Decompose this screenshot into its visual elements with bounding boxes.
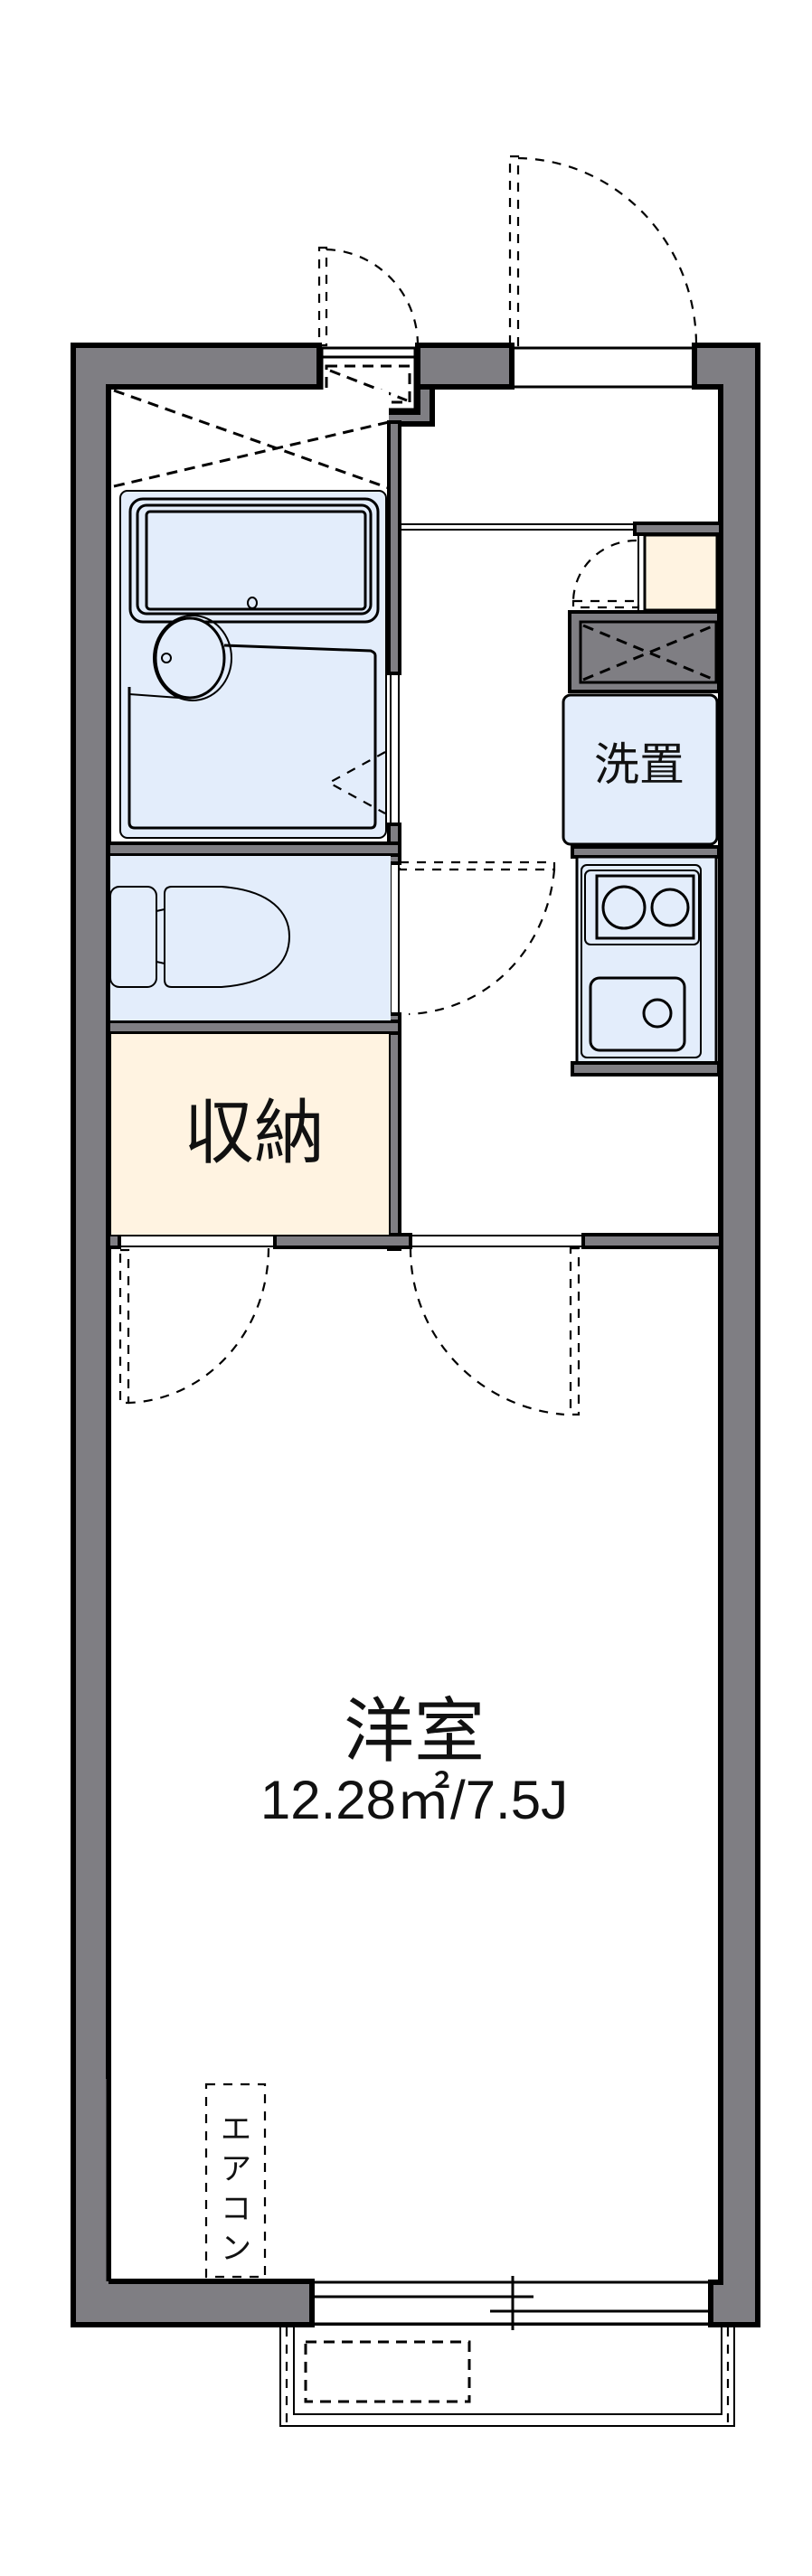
bathroom — [111, 389, 390, 843]
outdoor-unit — [304, 2340, 471, 2403]
entrance-opening — [510, 346, 696, 389]
storage-closet: 収納 — [111, 1034, 389, 1235]
storage-door — [118, 1247, 270, 1405]
shoe-cabinet — [571, 533, 719, 612]
entrance-door — [508, 155, 698, 347]
ac-char: エ — [221, 2111, 251, 2148]
sliding-window — [310, 2276, 713, 2330]
toilet-room — [109, 856, 391, 1020]
balcony — [279, 2324, 735, 2427]
western-room: 洋室 12.28㎡/7.5J — [260, 1691, 568, 1830]
exterior-walls — [71, 343, 760, 2327]
ac-char: ア — [221, 2151, 251, 2187]
ac-char: コ — [221, 2191, 251, 2227]
room-area-label: 12.28㎡/7.5J — [260, 1770, 568, 1830]
ac-char: ン — [221, 2231, 251, 2267]
partition-walls — [107, 420, 722, 1251]
kitchen-counter — [571, 845, 721, 1076]
washer-space-label: 洗置 — [594, 738, 685, 791]
room-door — [409, 1246, 581, 1416]
washer-space: 洗置 — [562, 693, 719, 846]
toilet-door — [398, 860, 556, 1016]
storage-box-x — [568, 610, 721, 693]
air-conditioner: エ ア コ ン — [204, 2082, 267, 2279]
storage-label: 収納 — [184, 1093, 325, 1174]
small-window-door — [317, 246, 420, 347]
room-name-label: 洋室 — [344, 1691, 485, 1772]
